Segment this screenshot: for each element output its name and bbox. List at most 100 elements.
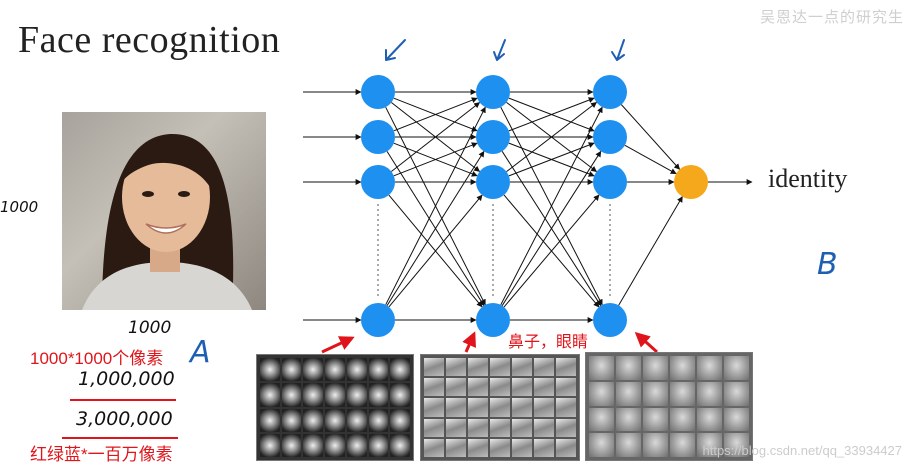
feature-tile xyxy=(670,381,695,406)
feature-tile xyxy=(724,407,749,432)
feature-tile xyxy=(303,358,324,382)
feature-tile xyxy=(468,438,488,457)
feature-tile xyxy=(643,381,668,406)
hidden-edge xyxy=(393,142,478,177)
feature-tile xyxy=(616,356,641,380)
feature-tile xyxy=(390,433,410,457)
output-edge xyxy=(624,144,677,175)
feature-tile xyxy=(390,383,410,407)
underline-red xyxy=(62,437,178,439)
feature-tile xyxy=(670,356,695,380)
feature-tile xyxy=(303,383,324,407)
feature-tile xyxy=(490,438,510,457)
feature-tile xyxy=(643,407,668,432)
feature-tile xyxy=(446,378,466,397)
feature-tile xyxy=(260,383,280,407)
feature-tile xyxy=(556,378,576,397)
feature-tile xyxy=(697,356,722,380)
part-features-image xyxy=(420,354,580,461)
feature-tile xyxy=(325,408,345,432)
feature-tile xyxy=(724,433,749,457)
feature-tile xyxy=(556,398,576,417)
layer-ink-arrows xyxy=(385,39,625,61)
feature-tile xyxy=(534,378,554,397)
hidden-node xyxy=(593,120,627,154)
output-label: identity xyxy=(768,164,848,193)
feature-tile xyxy=(446,398,466,417)
feature-tile xyxy=(556,438,576,457)
hidden-node xyxy=(361,120,395,154)
feature-tile xyxy=(512,438,532,457)
feature-tile xyxy=(468,378,488,397)
feature-tile xyxy=(512,378,532,397)
hidden-edge xyxy=(508,97,595,132)
feature-tile xyxy=(724,381,749,406)
feature-tile xyxy=(490,418,510,437)
feature-tile xyxy=(534,398,554,417)
three-million: 3,000,000 xyxy=(76,408,173,430)
feature-tile xyxy=(556,418,576,437)
feature-tile xyxy=(260,408,280,432)
feature-tile xyxy=(424,418,444,437)
face-photo xyxy=(62,112,266,310)
hidden-node xyxy=(476,120,510,154)
hidden-node xyxy=(476,303,510,337)
nose-eyes-note: 鼻子，眼睛 xyxy=(508,334,589,351)
edge-features-image xyxy=(256,354,414,461)
feature-tile xyxy=(512,358,532,377)
feature-tile xyxy=(490,358,510,377)
feature-tile xyxy=(303,433,324,457)
feature-tile xyxy=(446,358,466,377)
hidden-edge xyxy=(508,142,595,177)
hidden-edge xyxy=(393,97,478,132)
feature-tile xyxy=(589,381,614,406)
feature-tile xyxy=(424,398,444,417)
feature-tile xyxy=(670,407,695,432)
network-nodes xyxy=(361,75,708,337)
feature-tile xyxy=(325,383,345,407)
feature-tile xyxy=(424,438,444,457)
feature-tile xyxy=(697,433,722,457)
letter-b: B xyxy=(817,247,838,282)
hidden-edge xyxy=(500,106,603,306)
feature-tile xyxy=(390,358,410,382)
hidden-node xyxy=(361,165,395,199)
feature-tile xyxy=(589,407,614,432)
feature-tile xyxy=(512,398,532,417)
handwritten-1000-top: 1000 xyxy=(128,318,172,338)
hidden-node xyxy=(361,303,395,337)
feature-tile xyxy=(346,383,367,407)
hidden-node xyxy=(476,75,510,109)
feature-tile xyxy=(468,418,488,437)
feature-tile xyxy=(325,433,345,457)
feature-tile xyxy=(589,433,614,457)
feature-tile xyxy=(424,358,444,377)
hidden-node xyxy=(593,165,627,199)
feature-tile xyxy=(616,407,641,432)
feature-tile xyxy=(260,358,280,382)
watermark-bottom: https://blog.csdn.net/qq_33934427 xyxy=(702,443,903,458)
output-node xyxy=(674,165,708,199)
hidden-node xyxy=(361,75,395,109)
feature-tile xyxy=(589,356,614,380)
feature-tile xyxy=(446,418,466,437)
output-edge xyxy=(618,196,683,306)
feature-tile xyxy=(534,438,554,457)
hidden-edge xyxy=(501,150,602,306)
hidden-edge xyxy=(506,101,598,173)
feature-tile xyxy=(670,433,695,457)
feature-tile xyxy=(303,408,324,432)
feature-tile xyxy=(490,378,510,397)
hidden-edge xyxy=(385,106,486,306)
feature-tile xyxy=(346,358,367,382)
feature-tile xyxy=(468,358,488,377)
feature-tile xyxy=(346,433,367,457)
feature-tile xyxy=(468,398,488,417)
feature-tile xyxy=(281,408,302,432)
hidden-node xyxy=(476,165,510,199)
feature-tile xyxy=(724,356,749,380)
feature-tile xyxy=(424,378,444,397)
hidden-edge xyxy=(388,194,483,308)
feature-tile xyxy=(281,433,302,457)
